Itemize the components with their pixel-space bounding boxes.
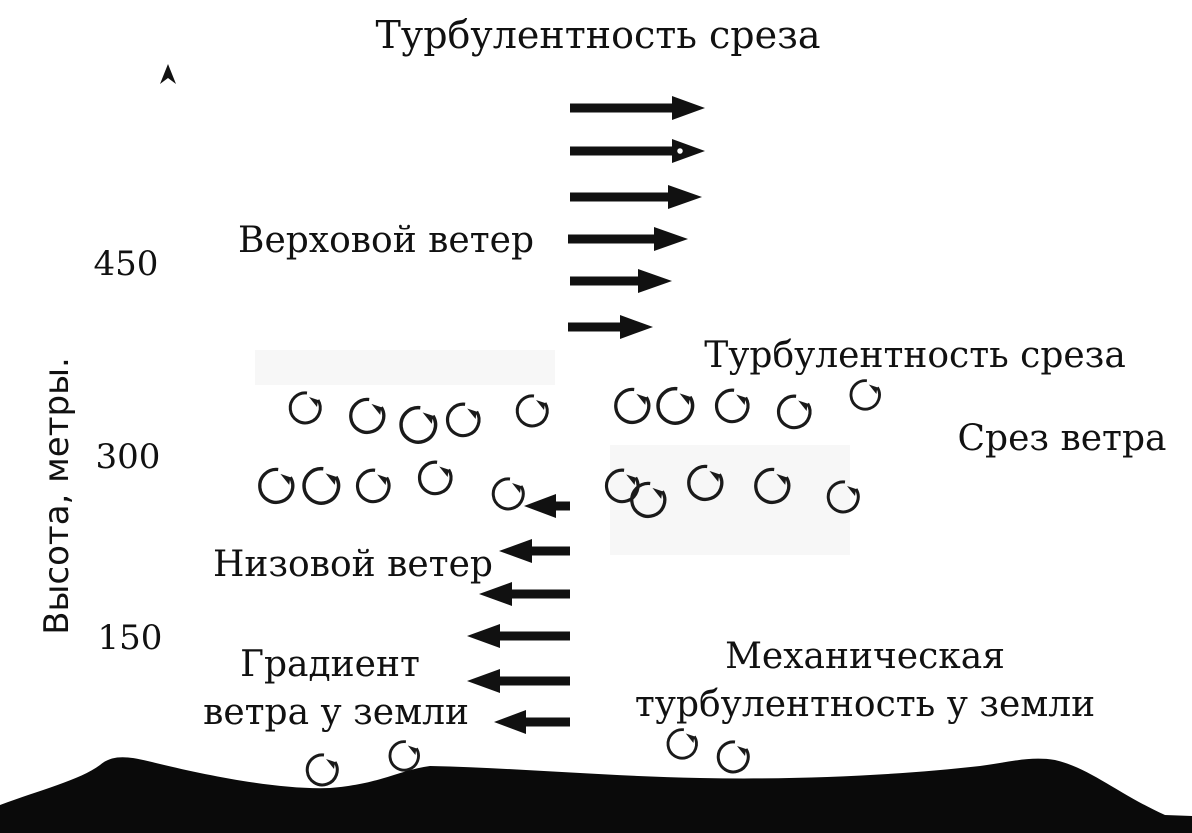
eddy-icon <box>399 405 438 444</box>
wind-arrow-left <box>494 710 570 734</box>
eddy-icon <box>776 394 812 430</box>
ground-gradient-label-line1: Градиент <box>240 644 420 685</box>
ground-terrain <box>0 757 1192 833</box>
lower-wind-label: Низовой ветер <box>213 544 493 585</box>
upper-wind-arrows <box>568 96 705 339</box>
haze-band-1 <box>255 350 555 385</box>
eddy-icon <box>349 397 386 435</box>
y-axis-label: Высота, метры. <box>37 357 77 635</box>
eddy-icon <box>355 468 391 504</box>
eddy-icon <box>849 379 881 411</box>
mechanical-turbulence-label-line2: турбулентность у земли <box>635 684 1095 725</box>
diagram-title: Турбулентность среза <box>376 13 821 57</box>
haze-band-2 <box>610 445 850 555</box>
y-axis-arrowhead <box>160 64 176 84</box>
wind-arrow-right <box>568 315 653 339</box>
eddy-icon <box>614 387 651 425</box>
wind-arrow-right <box>570 139 705 163</box>
wind-arrow-right <box>568 227 688 251</box>
eddy-icon <box>716 740 750 774</box>
tick-label-150: 150 <box>98 618 163 658</box>
upper-wind-label: Верховой ветер <box>238 220 534 261</box>
eddy-icon <box>666 728 698 760</box>
eddy-icon <box>445 402 481 438</box>
tick-label-300: 300 <box>96 437 161 477</box>
wind-arrow-left <box>524 494 570 518</box>
wind-arrow-left <box>467 669 570 693</box>
eddy-icon <box>258 467 295 505</box>
eddy-icon <box>656 386 695 425</box>
tick-label-450: 450 <box>94 244 159 284</box>
eddy-icon <box>515 394 549 428</box>
mechanical-turbulence-label-line1: Механическая <box>725 636 1005 677</box>
lower-wind-arrows <box>467 494 570 734</box>
eddy-icon <box>288 391 322 425</box>
wind-shear-label: Срез ветра <box>958 418 1167 459</box>
wind-arrow-left <box>467 624 570 648</box>
wind-arrow-right <box>570 269 672 293</box>
eddy-icon <box>714 388 750 424</box>
wind-arrow-left <box>499 539 570 563</box>
eddy-icon <box>491 477 525 511</box>
turbulence-haze <box>255 350 850 555</box>
wind-arrow-right <box>570 185 702 209</box>
eddy-icon <box>417 460 453 496</box>
eddy-icon <box>305 753 339 787</box>
shear-turbulence-label: Турбулентность среза <box>704 335 1126 376</box>
eddy-icon <box>388 740 420 772</box>
wind-arrow-right <box>570 96 705 120</box>
wind-arrow-left <box>479 582 570 606</box>
eddy-icon <box>302 466 341 505</box>
ground-gradient-label-line2: ветра у земли <box>203 692 469 733</box>
